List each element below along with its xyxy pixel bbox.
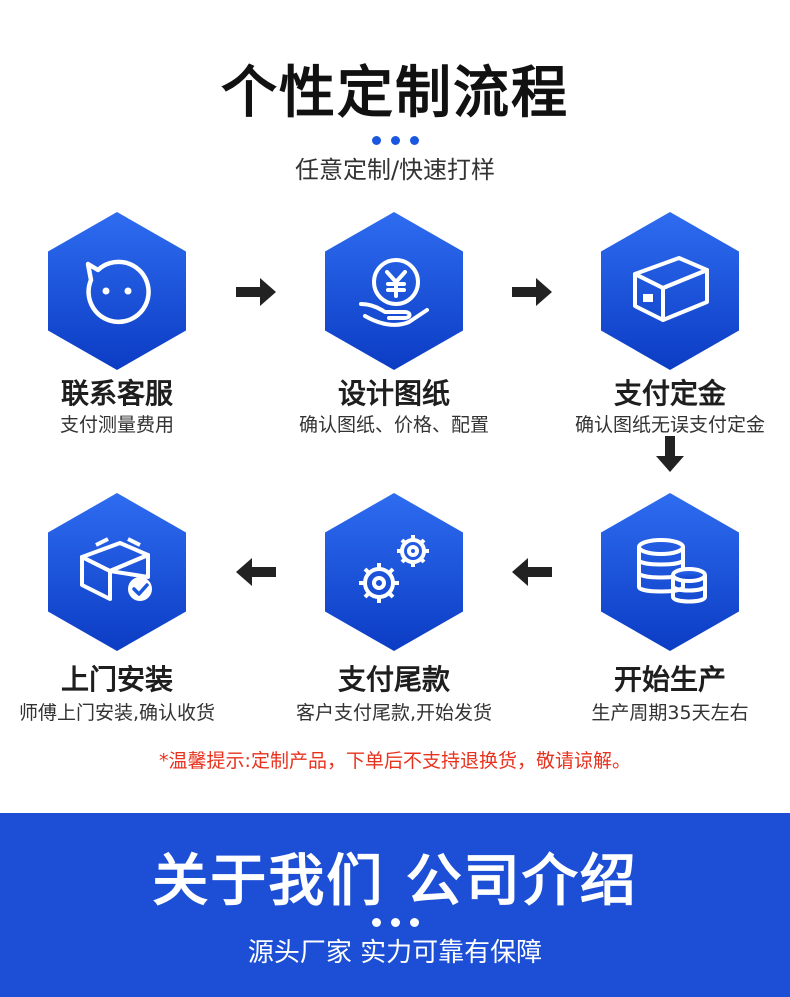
arrow-down-icon [656, 436, 684, 472]
step-desc: 师傅上门安装,确认收货 [18, 702, 216, 724]
hexagon-badge [48, 493, 186, 651]
hexagon-badge [48, 212, 186, 370]
hexagon-badge [601, 212, 739, 370]
step-desc: 确认图纸、价格、配置 [298, 414, 489, 436]
database-icon [637, 538, 707, 604]
step-contact-service [48, 212, 186, 374]
chat-face-icon [85, 259, 151, 325]
step-pay-deposit [601, 212, 739, 374]
step-desc: 生产周期35天左右 [591, 702, 749, 724]
step-title: 支付定金 [613, 377, 726, 410]
title-dots [0, 130, 790, 149]
arrow-left-icon [512, 558, 552, 586]
gears-icon [359, 535, 429, 603]
hexagon-badge [325, 212, 463, 370]
step-desc: 支付测量费用 [59, 414, 174, 436]
step-title: 设计图纸 [337, 377, 450, 410]
step-onsite-install [48, 493, 186, 655]
step-title: 开始生产 [613, 663, 726, 696]
step-pay-balance [325, 493, 463, 655]
step-title: 支付尾款 [337, 663, 450, 696]
arrow-left-icon [236, 558, 276, 586]
arrow-right-icon [512, 278, 552, 306]
step-desc: 客户支付尾款,开始发货 [295, 702, 493, 724]
step-desc: 确认图纸无误支付定金 [574, 414, 765, 436]
about-banner [0, 813, 790, 997]
box-check-icon [80, 537, 152, 601]
banner-dots [0, 912, 790, 931]
hexagon-badge [325, 493, 463, 651]
about-title: 关于我们 公司介绍 [152, 849, 638, 914]
box-icon [633, 256, 709, 322]
arrow-right-icon [236, 278, 276, 306]
hexagon-badge [601, 493, 739, 651]
about-subtitle: 源头厂家 实力可靠有保障 [247, 938, 543, 968]
page-title: 个性定制流程 [221, 61, 569, 126]
page-subtitle: 任意定制/快速打样 [294, 156, 496, 184]
step-title: 联系客服 [60, 377, 173, 410]
step-design-drawing [325, 212, 463, 374]
step-title: 上门安装 [60, 663, 173, 696]
step-start-production [601, 493, 739, 655]
yen-coin-hand-icon [359, 258, 429, 327]
notice-text: *温馨提示:定制产品，下单后不支持退换货，敬请谅解。 [159, 750, 631, 772]
